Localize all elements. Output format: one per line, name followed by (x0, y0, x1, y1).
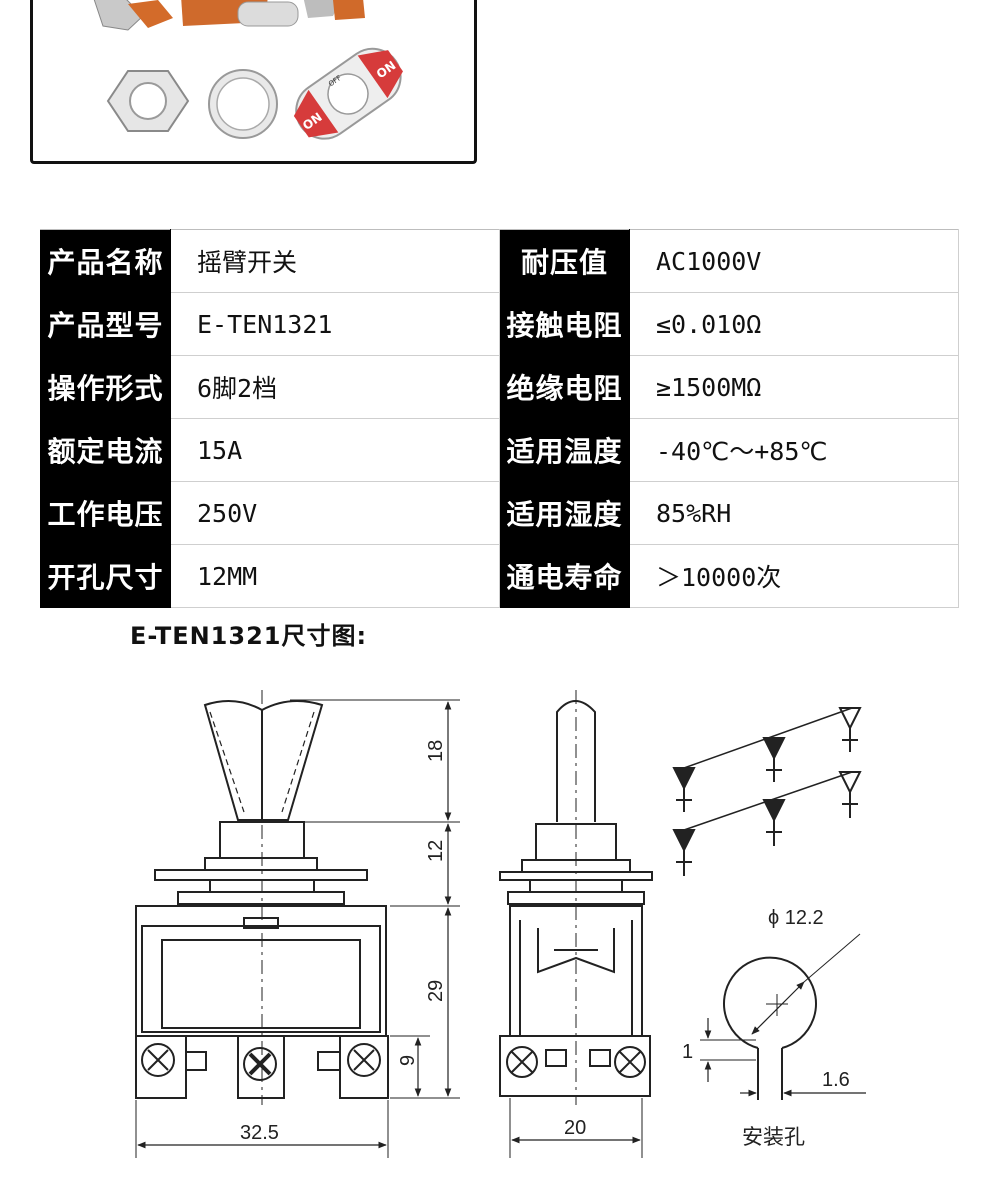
dim-body-width: 32.5 (240, 1122, 279, 1144)
spec-label: 开孔尺寸 (40, 544, 171, 608)
spec-value: E-TEN1321 (170, 292, 500, 356)
spec-value: -40℃～+85℃ (629, 418, 959, 482)
table-row: 额定电流 15A 适用温度 -40℃～+85℃ (40, 418, 959, 482)
dim-body-height: 29 (425, 980, 447, 1002)
spec-table: 产品名称 摇臂开关 耐压值 AC1000V 产品型号 E-TEN1321 接触电… (40, 229, 959, 608)
table-row: 工作电压 250V 适用湿度 85%RH (40, 481, 959, 545)
dim-key-height: 1 (682, 1041, 693, 1063)
spec-value: 250V (170, 481, 500, 545)
washer-icon (208, 69, 278, 139)
spec-label: 适用湿度 (499, 481, 630, 545)
dim-bushing-height: 12 (425, 840, 447, 862)
spec-value: ＞10000次 (629, 544, 959, 608)
spec-value: 85%RH (629, 481, 959, 545)
table-row: 产品名称 摇臂开关 耐压值 AC1000V (40, 229, 959, 293)
table-row: 产品型号 E-TEN1321 接触电阻 ≤0.010Ω (40, 292, 959, 356)
terminal-right (317, 1035, 389, 1099)
spec-label: 额定电流 (40, 418, 171, 482)
side-view (499, 690, 653, 1158)
dim-terminal-height: 9 (397, 1055, 419, 1066)
dim-side-width: 20 (564, 1117, 586, 1139)
hex-nut-icon (106, 70, 190, 132)
front-view (135, 690, 460, 1158)
terminal-center (237, 1035, 285, 1099)
mounting-hole-label: 安装孔 (742, 1126, 805, 1149)
spec-value: 15A (170, 418, 500, 482)
spec-label: 绝缘电阻 (499, 355, 630, 419)
spec-label: 通电寿命 (499, 544, 630, 608)
spec-label: 产品名称 (40, 229, 171, 293)
dimension-title: E-TEN1321尺寸图: (130, 622, 368, 650)
spec-label: 操作形式 (40, 355, 171, 419)
table-row: 开孔尺寸 12MM 通电寿命 ＞10000次 (40, 544, 959, 608)
circuit-schematic (672, 707, 862, 876)
spec-value: AC1000V (629, 229, 959, 293)
dim-lever-height: 18 (425, 740, 447, 762)
switch-photo-top (93, 0, 365, 31)
spec-value: ≥1500MΩ (629, 355, 959, 419)
on-off-plate-icon: ON ON OFF (293, 47, 403, 140)
spec-label: 接触电阻 (499, 292, 630, 356)
spec-value: 12MM (170, 544, 500, 608)
terminal-left (135, 1035, 207, 1099)
mounting-hole-diagram (700, 933, 866, 1100)
spec-value: ≤0.010Ω (629, 292, 959, 356)
spec-value: 6脚2档 (170, 355, 500, 419)
spec-label: 耐压值 (499, 229, 630, 293)
product-photo: ON ON OFF (30, 0, 477, 164)
spec-value: 摇臂开关 (170, 229, 500, 293)
dim-hole-diameter: ϕ 12.2 (768, 907, 824, 929)
spec-label: 工作电压 (40, 481, 171, 545)
dim-key-width: 1.6 (822, 1069, 850, 1091)
spec-label: 产品型号 (40, 292, 171, 356)
dimension-drawing: 18 12 29 9 32.5 20 ϕ 12.2 1 1.6 安装孔 (135, 690, 866, 1158)
table-row: 操作形式 6脚2档 绝缘电阻 ≥1500MΩ (40, 355, 959, 419)
spec-label: 适用温度 (499, 418, 630, 482)
